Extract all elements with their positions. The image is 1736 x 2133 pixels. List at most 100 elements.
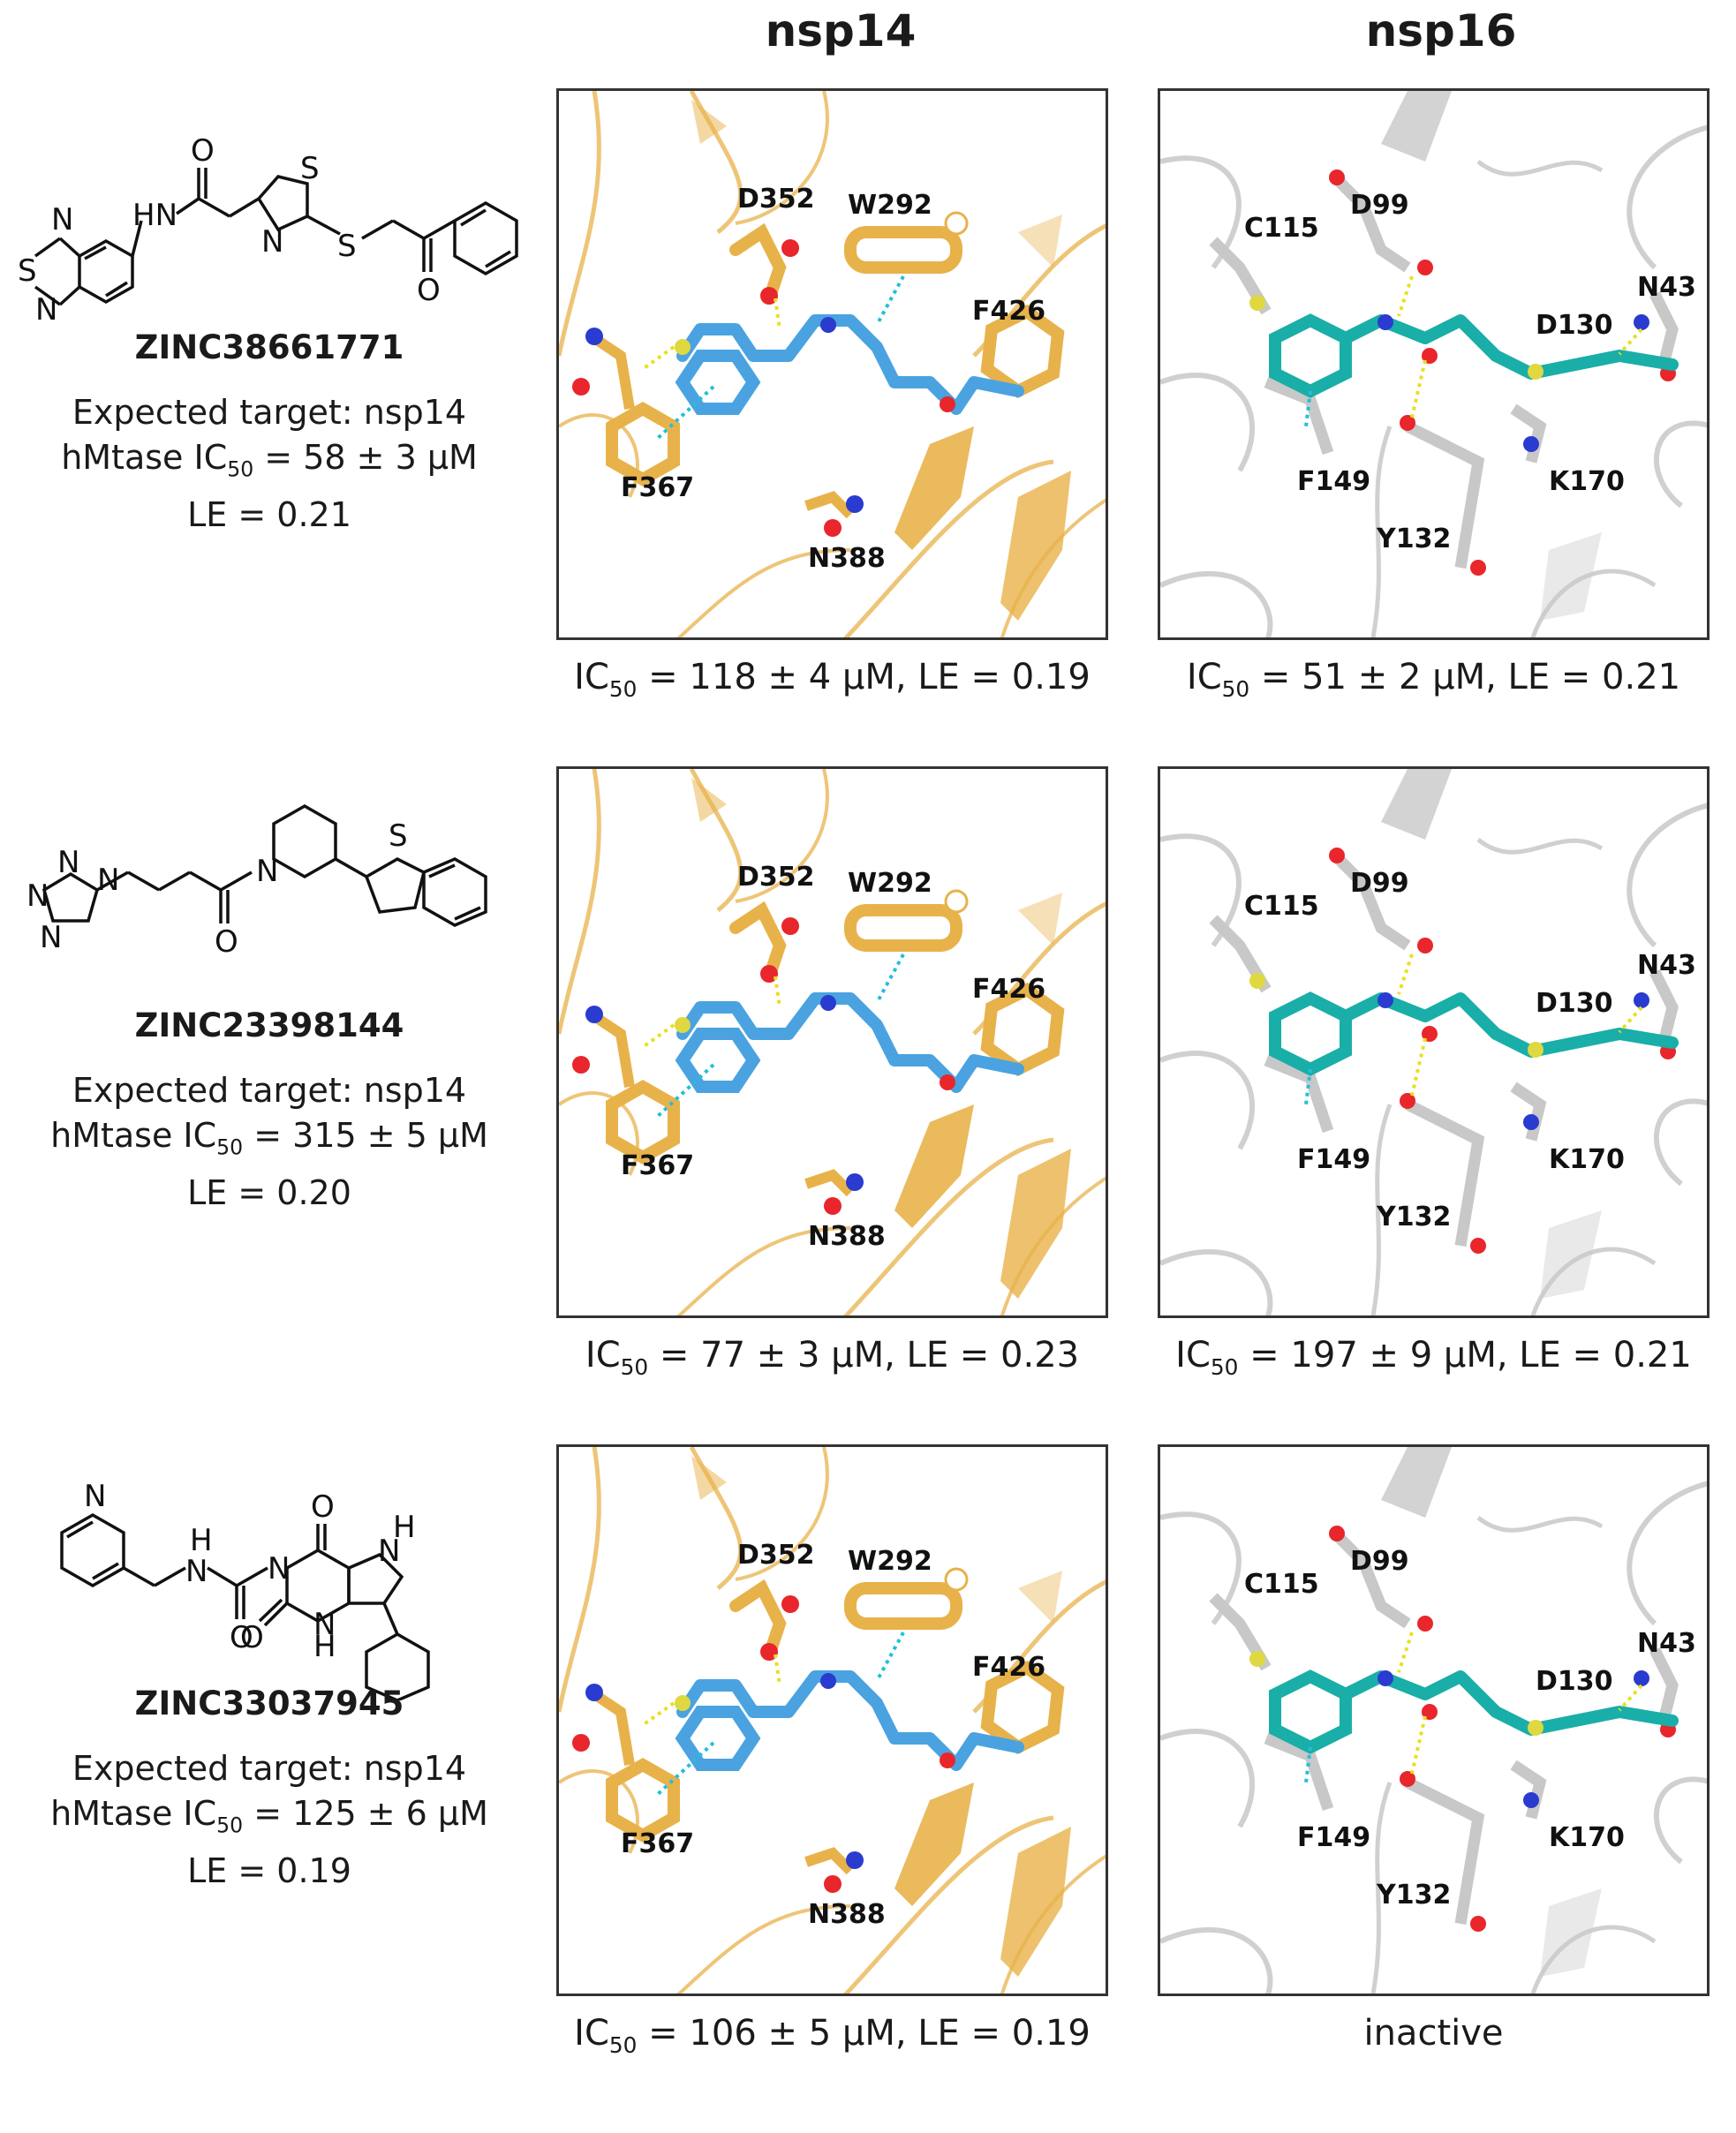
residue-f426 (980, 304, 1065, 399)
protein-ribbon (559, 769, 601, 1035)
nitrogen-atom (585, 1684, 603, 1701)
oxygen-atom (1329, 848, 1345, 863)
residue-label: W292 (848, 1546, 932, 1577)
atom-label: N (35, 292, 57, 328)
sulfur-atom (1528, 1042, 1544, 1058)
beta-strand-arrow (1000, 1149, 1071, 1299)
pi-contact (1304, 1746, 1312, 1783)
protein-ribbon (1654, 1776, 1707, 1865)
hbond-contact (641, 1701, 676, 1727)
residue-y132 (1405, 1099, 1485, 1247)
nsp14-structure-render (559, 1447, 1106, 1994)
residue-d352 (729, 1579, 787, 1656)
protein-ribbon (843, 1815, 1054, 1994)
residue-label: F367 (621, 1150, 695, 1181)
protein-ribbon (1476, 1516, 1604, 1533)
hydrogen-atom (944, 1567, 969, 1592)
hbond-contact (1618, 1006, 1643, 1034)
protein-ribbon (1370, 1782, 1393, 1994)
beta-strand-arrow (1540, 1888, 1602, 1977)
nsp16-ic50-caption: IC50 = 197 ± 9 µM, LE = 0.21 (1175, 1335, 1692, 1380)
residue-label: F426 (972, 974, 1046, 1005)
protein-ribbon (1627, 1481, 1707, 1626)
nsp14-structure-render (559, 769, 1106, 1315)
header-nsp16: nsp16 (1365, 5, 1517, 57)
nitrogen-atom (1523, 1114, 1539, 1130)
ligand-ring (1269, 1669, 1352, 1754)
atom-label: O (230, 1620, 253, 1655)
residue-k170 (1510, 1082, 1547, 1142)
expected-target: Expected target: nsp14 (72, 1749, 467, 1788)
pi-contact (654, 1063, 715, 1119)
residue-label: F149 (1297, 1822, 1371, 1853)
ligand-ring (675, 350, 761, 415)
oxygen-atom (1422, 1704, 1438, 1720)
protein-ribbon (559, 1447, 601, 1713)
row-1: N S N HN O S N S O ZINC38661771 Expected… (0, 88, 1736, 777)
hbond-contact (1410, 359, 1427, 418)
hbond-contact (1397, 275, 1414, 317)
hbond-contact (1397, 953, 1414, 995)
protein-ribbon (735, 769, 829, 903)
residue-label: N43 (1637, 950, 1696, 981)
residue-label: W292 (848, 190, 932, 221)
atom-label: S (300, 151, 320, 186)
ligand-ring (675, 1706, 761, 1771)
sulfur-atom (1249, 1651, 1265, 1667)
beta-strand-arrow (1000, 471, 1071, 621)
protein-ribbon (1530, 1247, 1657, 1315)
atom-label: N (26, 878, 49, 914)
residue-backbone (591, 1012, 635, 1088)
residue-label: N43 (1637, 272, 1696, 303)
expected-target: Expected target: nsp14 (72, 393, 467, 432)
oxygen-atom (760, 965, 778, 983)
atom-label: HN (132, 198, 177, 233)
residue-label: N43 (1637, 1628, 1696, 1659)
pi-contact (875, 953, 905, 1004)
sulfur-atom (675, 339, 691, 355)
residue-f367 (606, 401, 680, 487)
ligand-efficiency: LE = 0.19 (187, 1850, 351, 1890)
oxygen-atom (824, 519, 842, 537)
ligand-ring (1269, 991, 1352, 1076)
oxygen-atom (781, 1595, 799, 1613)
atom-label: O (417, 273, 441, 308)
residue-f426 (980, 1660, 1065, 1755)
pi-contact (1304, 390, 1312, 427)
nitrogen-atom (1634, 1670, 1649, 1686)
pi-contact (875, 1632, 905, 1682)
ligand-bond (1340, 314, 1679, 380)
oxygen-atom (1400, 1093, 1415, 1109)
molecule-structure-2: N N N N O N S (26, 803, 487, 960)
row-2: N N N N O N S ZINC23398144 Expected targ… (0, 766, 1736, 1455)
hmtase-ic50: hMtase IC50 = 58 ± 3 µM (61, 438, 478, 482)
residue-label: D130 (1536, 1666, 1613, 1697)
protein-ribbon (1654, 420, 1707, 509)
protein-ribbon (735, 1447, 829, 1581)
nitrogen-atom (820, 995, 836, 1011)
molecule-structure-3: N H N O N O H N O H N (60, 1479, 430, 1700)
beta-strand-arrow (1381, 769, 1452, 840)
expected-target: Expected target: nsp14 (72, 1071, 467, 1110)
beta-strand-arrow (1000, 1827, 1071, 1977)
residue-d99 (1332, 175, 1411, 273)
ligand-efficiency: LE = 0.21 (187, 494, 351, 534)
atom-label: N (97, 863, 119, 898)
nsp16-ic50-caption: IC50 = 51 ± 2 µM, LE = 0.21 (1186, 657, 1681, 702)
residue-d99 (1332, 853, 1411, 951)
molecule-structure-1: N S N HN O S N S O (18, 133, 518, 328)
atom-label: N (378, 1534, 400, 1569)
ligand-bond (676, 314, 1024, 415)
atom-label: N (84, 1479, 106, 1514)
nitrogen-atom (1377, 1670, 1393, 1686)
hbond-contact (1397, 1632, 1414, 1673)
residue-label: D352 (737, 862, 815, 893)
atom-label: O (311, 1489, 335, 1525)
atom-label: N (40, 920, 62, 955)
protein-ribbon (1370, 426, 1393, 637)
residue-label: D99 (1350, 190, 1409, 221)
nsp14-ic50-caption: IC50 = 77 ± 3 µM, LE = 0.23 (585, 1335, 1080, 1380)
compound-info: Expected target: nsp14 hMtase IC50 = 125… (0, 1746, 539, 1894)
residue-label: C115 (1244, 891, 1319, 922)
atom-label: S (337, 229, 357, 264)
